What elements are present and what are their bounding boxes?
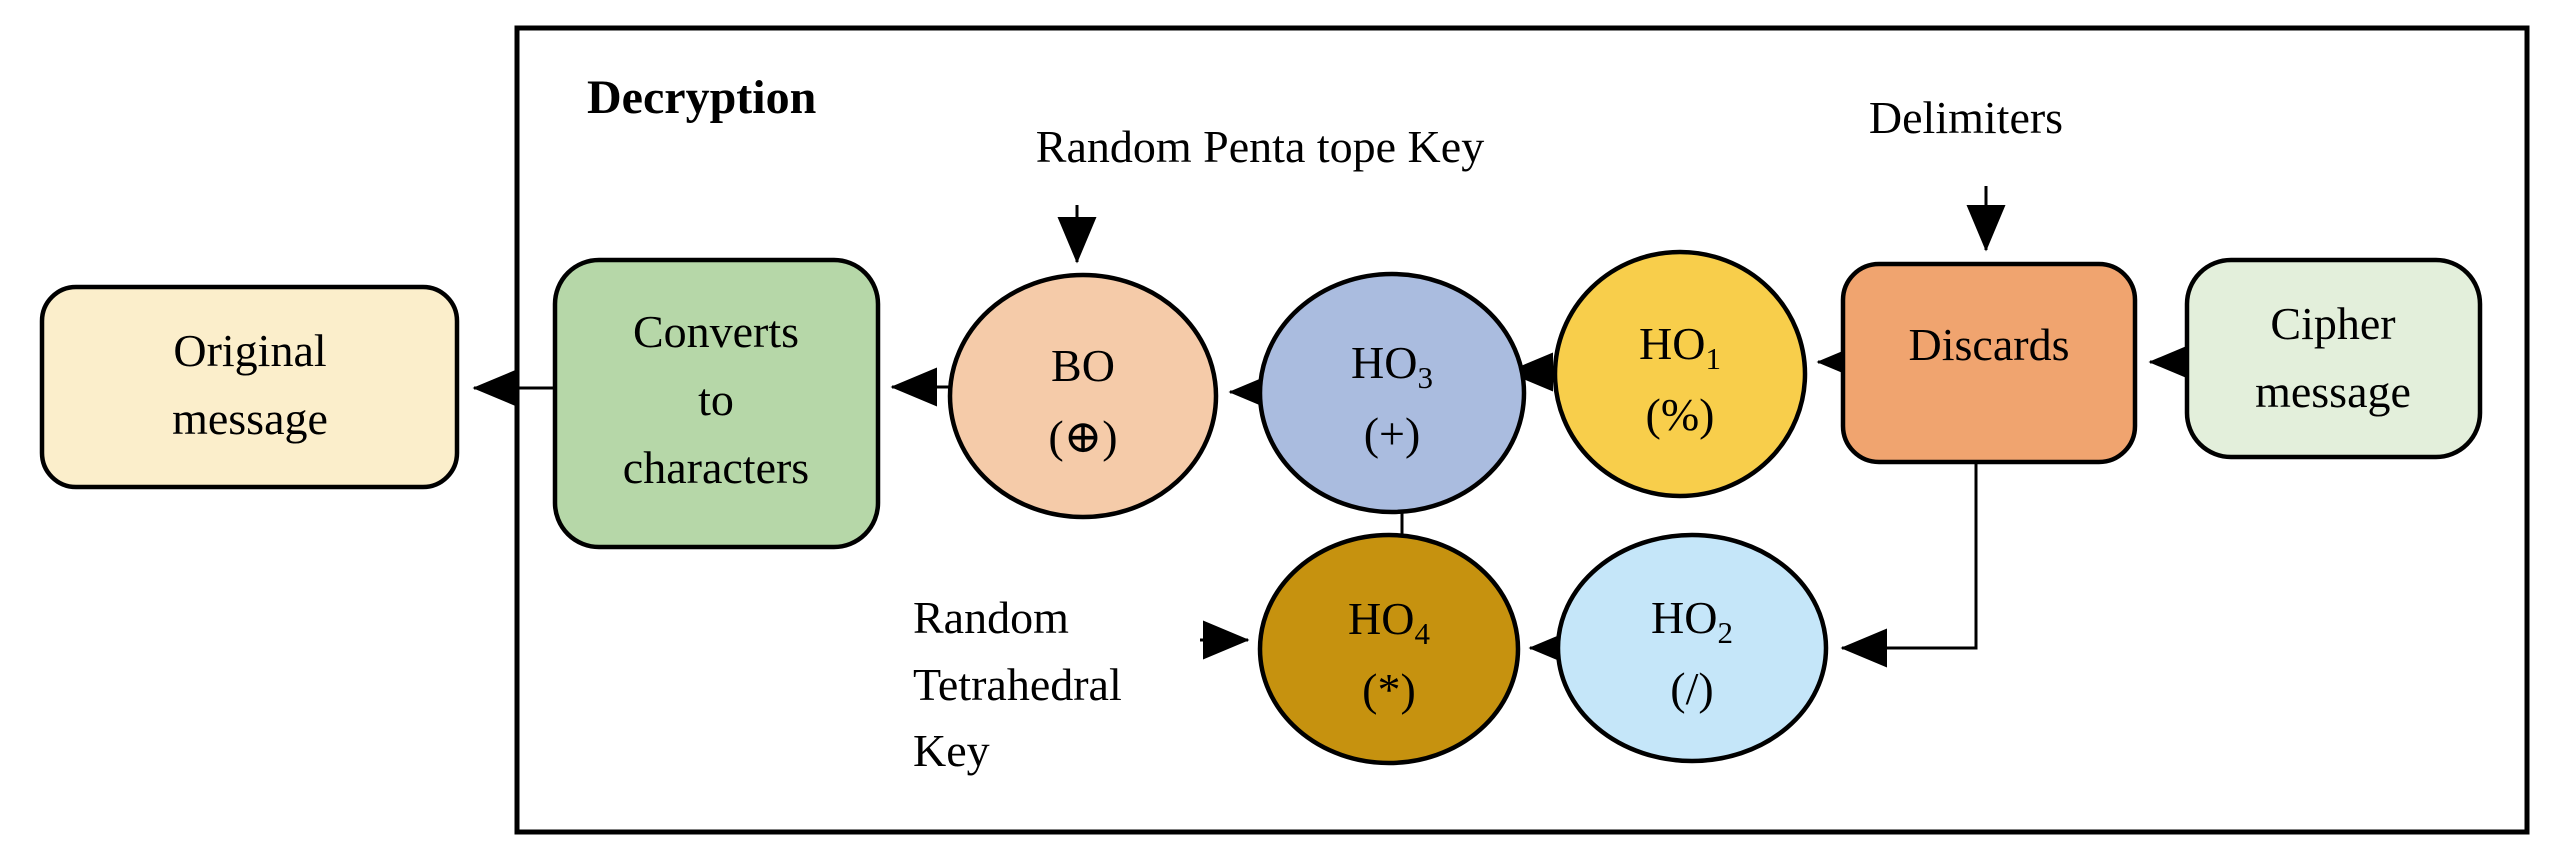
tetrahedral-key-line2: Tetrahedral [913,659,1122,710]
bo-operator: (⊕) [1048,411,1117,462]
node-ho2: HO2 (/) [1555,532,1829,764]
node-ho1: HO1 (%) [1552,249,1808,499]
converts-box [552,257,881,550]
discards-label: Discards [1909,319,2070,370]
ho3-label: HO3 [1351,337,1433,395]
original-message-label-line2: message [172,393,328,444]
ho2-operator: (/) [1670,663,1713,714]
node-bo: BO (⊕) [947,272,1219,520]
ho1-circle [1552,249,1808,499]
tetrahedral-key-line3: Key [913,725,990,776]
ho4-circle [1257,532,1521,766]
tetrahedral-key-annotation: Random Tetrahedral Key [913,592,1122,776]
ho2-circle [1555,532,1829,764]
ho3-circle [1257,271,1527,515]
node-converts-to-characters: Converts to characters [552,257,881,550]
ho1-operator: (%) [1646,389,1715,440]
ho4-operator: (*) [1362,664,1416,715]
cipher-message-label-line2: message [2255,366,2411,417]
pentatope-key-annotation: Random Penta tope Key [1036,121,1484,172]
cipher-message-box [2184,257,2483,460]
cipher-message-label-line1: Cipher [2270,298,2395,349]
ho2-label: HO2 [1651,592,1733,650]
decryption-boundary-box [514,25,2530,835]
node-discards: Discards [1840,261,2138,465]
original-message-box [39,284,460,490]
ho1-label: HO1 [1639,318,1721,376]
converts-label-line1: Converts [633,306,799,357]
node-original-message: Original message [39,284,460,490]
delimiters-annotation: Delimiters [1869,92,2063,143]
converts-label-line3: characters [623,442,809,493]
connector-discards-to-ho2 [1840,462,1978,668]
bo-label: BO [1051,340,1115,391]
ho4-label: HO4 [1348,593,1430,651]
converts-label-line2: to [698,374,734,425]
node-ho4: HO4 (*) [1257,532,1521,766]
diagram-title: Decryption [587,71,816,124]
ho3-operator: (+) [1364,408,1421,459]
discards-box [1840,261,2138,465]
node-cipher-message: Cipher message [2184,257,2483,460]
node-ho3: HO3 (+) [1257,271,1527,515]
tetrahedral-key-line1: Random [913,592,1069,643]
bo-circle [947,272,1219,520]
original-message-label-line1: Original [173,325,326,376]
